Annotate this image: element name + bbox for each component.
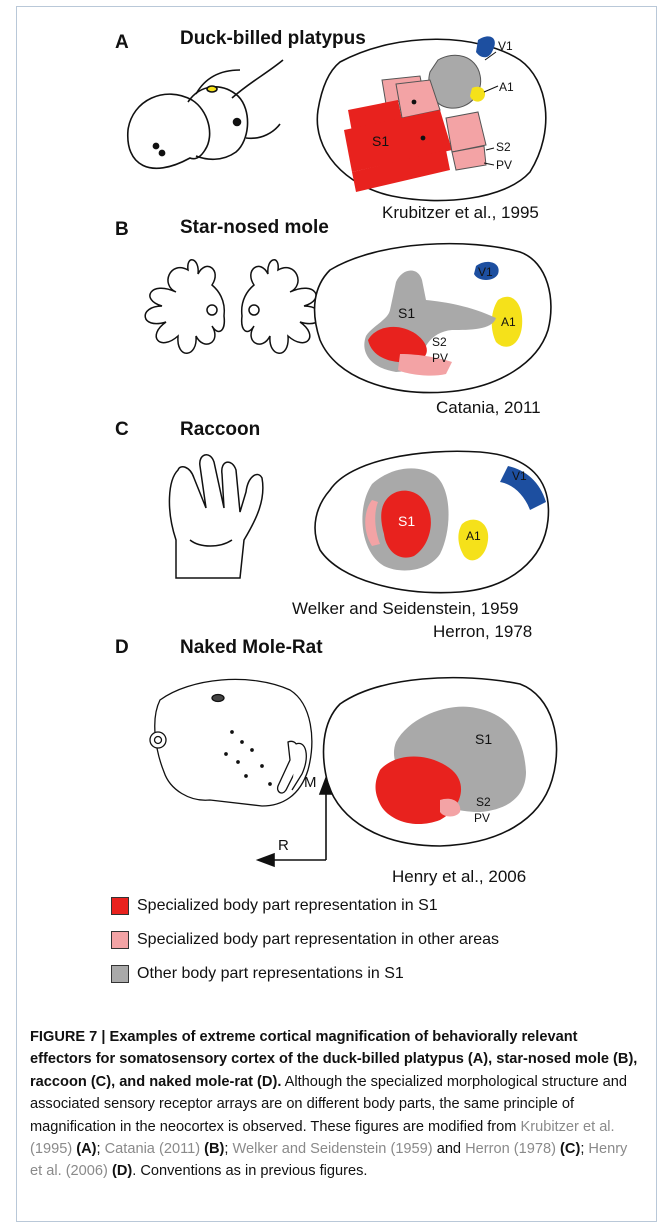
naked-mole-rat-drawing (150, 679, 312, 806)
legend-swatch-red (111, 897, 129, 915)
label-b-pv: PV (432, 351, 448, 365)
label-b-a1: A1 (501, 315, 516, 329)
orientation-r: R (278, 837, 289, 854)
legend-item-other-s1: Other body part representations in S1 (111, 963, 404, 985)
label-b-s1: S1 (398, 305, 415, 321)
label-c-v1: V1 (512, 469, 527, 483)
caption-tag-3: (C) (560, 1141, 580, 1157)
label-a-s2: S2 (496, 140, 511, 154)
legend-swatch-gray (111, 965, 129, 983)
platypus-cortex (317, 36, 546, 200)
caption-end: Conventions as in previous figures. (140, 1163, 367, 1179)
raccoon-paw-drawing (169, 455, 262, 578)
star-nosed-mole-drawing (145, 260, 321, 353)
label-d-pv: PV (474, 811, 490, 825)
platypus-drawing (128, 60, 283, 168)
legend-label: Other body part representations in S1 (137, 965, 404, 983)
label-d-s1: S1 (475, 731, 492, 747)
legend-label: Specialized body part representation in … (137, 931, 499, 949)
caption-tag-4: (D) (112, 1163, 132, 1179)
caption-tag-1: (A) (76, 1141, 96, 1157)
label-b-s2: S2 (432, 335, 447, 349)
label-a-pv: PV (496, 158, 512, 172)
label-d-s2: S2 (476, 795, 491, 809)
legend-label: Specialized body part representation in … (137, 897, 438, 915)
caption-ref-4[interactable]: Herron (1978) (465, 1141, 556, 1157)
legend-item-s1-special: Specialized body part representation in … (111, 895, 438, 917)
caption-tag-2: (B) (204, 1141, 224, 1157)
label-c-a1: A1 (466, 529, 481, 543)
label-b-v1: V1 (478, 265, 493, 279)
orientation-m: M (304, 774, 317, 791)
caption-ref-2[interactable]: Catania (2011) (105, 1141, 200, 1157)
caption-and: and (437, 1141, 461, 1157)
figure-caption: FIGURE 7 | Examples of extreme cortical … (30, 1026, 642, 1183)
label-a-a1: A1 (499, 80, 514, 94)
naked-mole-rat-cortex (324, 678, 557, 846)
label-c-s1: S1 (398, 513, 415, 529)
label-a-v1: V1 (498, 39, 513, 53)
legend-swatch-pink (111, 931, 129, 949)
legend-item-other-special: Specialized body part representation in … (111, 929, 499, 951)
caption-ref-3[interactable]: Welker and Seidenstein (1959) (233, 1141, 433, 1157)
label-a-s1: S1 (372, 133, 389, 149)
